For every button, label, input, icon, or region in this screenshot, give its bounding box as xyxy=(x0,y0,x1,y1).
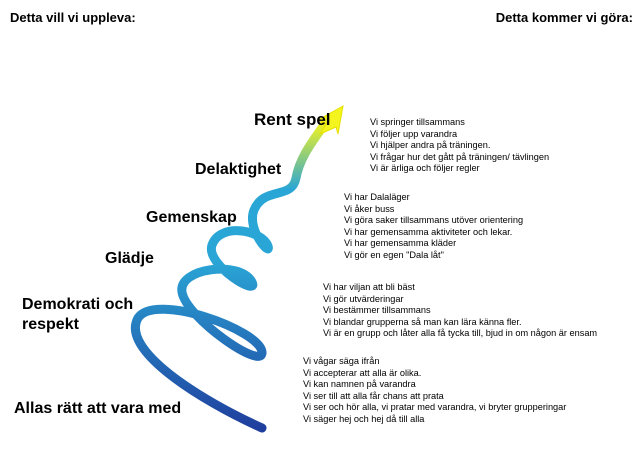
action-item: Vi gör en egen "Dala låt" xyxy=(344,249,444,260)
action-list-rent-spel: Vi springer tillsammans Vi följer upp va… xyxy=(370,117,549,175)
action-item: Vi har gemensamma kläder xyxy=(344,238,457,249)
action-item: Vi blandar grupperna så man kan lära kän… xyxy=(323,316,522,327)
action-item: Vi är ärliga och följer regler xyxy=(370,163,480,174)
action-item: Vi vågar säga ifrån xyxy=(303,356,380,366)
action-item: Vi göra saker tillsammans utöver oriente… xyxy=(344,215,524,226)
action-item: Vi har Dalaläger xyxy=(344,192,410,202)
action-item: Vi gör utvärderingar xyxy=(323,293,404,304)
value-rent-spel: Rent spel xyxy=(254,110,331,129)
action-item: Vi springer tillsammans xyxy=(370,117,465,127)
action-item: Vi ser och hör alla, vi pratar med varan… xyxy=(303,402,567,413)
action-item: Vi frågar hur det gått på träningen/ täv… xyxy=(370,151,550,162)
action-item: Vi kan namnen på varandra xyxy=(303,379,416,390)
action-item: Vi accepterar att alla är olika. xyxy=(303,367,422,378)
action-item: Vi säger hej och hej då till alla xyxy=(303,413,425,424)
action-item: Vi har viljan att bli bäst xyxy=(323,282,415,292)
header-right-title: Detta kommer vi göra: xyxy=(495,10,633,25)
spiral-path xyxy=(131,117,331,433)
arrow-up-icon xyxy=(316,105,344,136)
action-item: Vi har gemensamma aktiviteter och lekar. xyxy=(344,226,513,237)
action-item: Vi ser till att alla får chans att prata xyxy=(303,390,444,401)
action-item: Vi följer upp varandra xyxy=(370,128,458,139)
action-item: Vi är en grupp och låter alla få tycka t… xyxy=(323,328,598,339)
value-gladje: Glädje xyxy=(105,250,154,267)
value-demokrati-respekt: Demokrati och respekt xyxy=(22,296,134,333)
action-item: Vi åker buss xyxy=(344,203,395,214)
value-delaktighet: Delaktighet xyxy=(195,161,282,178)
action-list-gemenskap: Vi har Dalaläger Vi åker buss Vi göra sa… xyxy=(344,192,523,262)
value-allas-ratt: Allas rätt att vara med xyxy=(14,400,182,417)
header-left-title: Detta vill vi uppleva: xyxy=(10,10,136,25)
action-item: Vi hjälper andra på träningen. xyxy=(370,140,491,151)
action-item: Vi bestämmer tillsammans xyxy=(323,305,431,316)
action-list-allas-ratt: Vi vågar säga ifrån Vi accepterar att al… xyxy=(303,356,566,426)
value-gemenskap: Gemenskap xyxy=(146,209,237,226)
action-list-demokrati: Vi har viljan att bli bäst Vi gör utvärd… xyxy=(323,282,597,340)
